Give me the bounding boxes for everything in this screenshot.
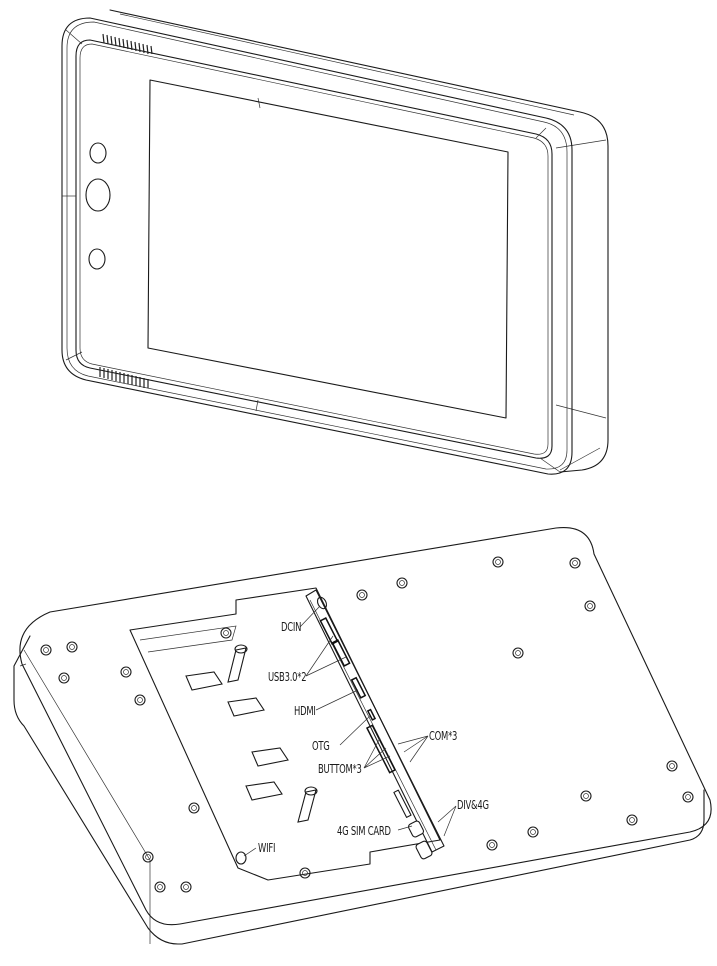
callout-usb: USB3.0*2 <box>268 670 307 684</box>
sim-slot-icon <box>393 789 412 818</box>
leader-lines <box>243 605 457 857</box>
hdmi-port-icon <box>350 676 367 699</box>
wifi-antenna-icon <box>235 851 247 865</box>
callout-wifi: WIFI <box>258 841 276 855</box>
rear-compartment <box>129 587 441 881</box>
standoffs <box>227 644 318 823</box>
rear-panel <box>19 526 712 926</box>
sensor-top-icon <box>89 142 107 164</box>
display-screen <box>147 79 509 419</box>
usb-port-1-icon <box>319 617 339 645</box>
io-strip <box>305 589 445 853</box>
sensor-bottom-icon <box>88 248 106 270</box>
button-cluster-icon <box>365 724 397 774</box>
div4g-antenna-icon <box>407 820 425 838</box>
callout-dcin: DCIN <box>281 620 302 634</box>
dcin-port-icon <box>316 596 328 610</box>
clips <box>185 671 289 801</box>
callout-otg: OTG <box>312 739 330 753</box>
callout-com: COM*3 <box>429 729 458 743</box>
otg-port-icon <box>366 708 377 721</box>
callout-sim: 4G SIM CARD <box>337 824 391 838</box>
rear-view <box>13 526 712 945</box>
callout-div4g: DIV&4G <box>457 798 489 812</box>
antenna-icon <box>415 840 433 860</box>
callout-hdmi: HDMI <box>294 704 316 718</box>
bottom-vent-grille <box>99 367 149 388</box>
top-vent-grille <box>102 33 153 55</box>
camera-icon <box>85 178 111 212</box>
usb-port-2-icon <box>331 639 351 667</box>
screw-holes <box>40 556 694 893</box>
front-view <box>61 9 609 475</box>
callout-button: BUTTOM*3 <box>318 762 362 776</box>
